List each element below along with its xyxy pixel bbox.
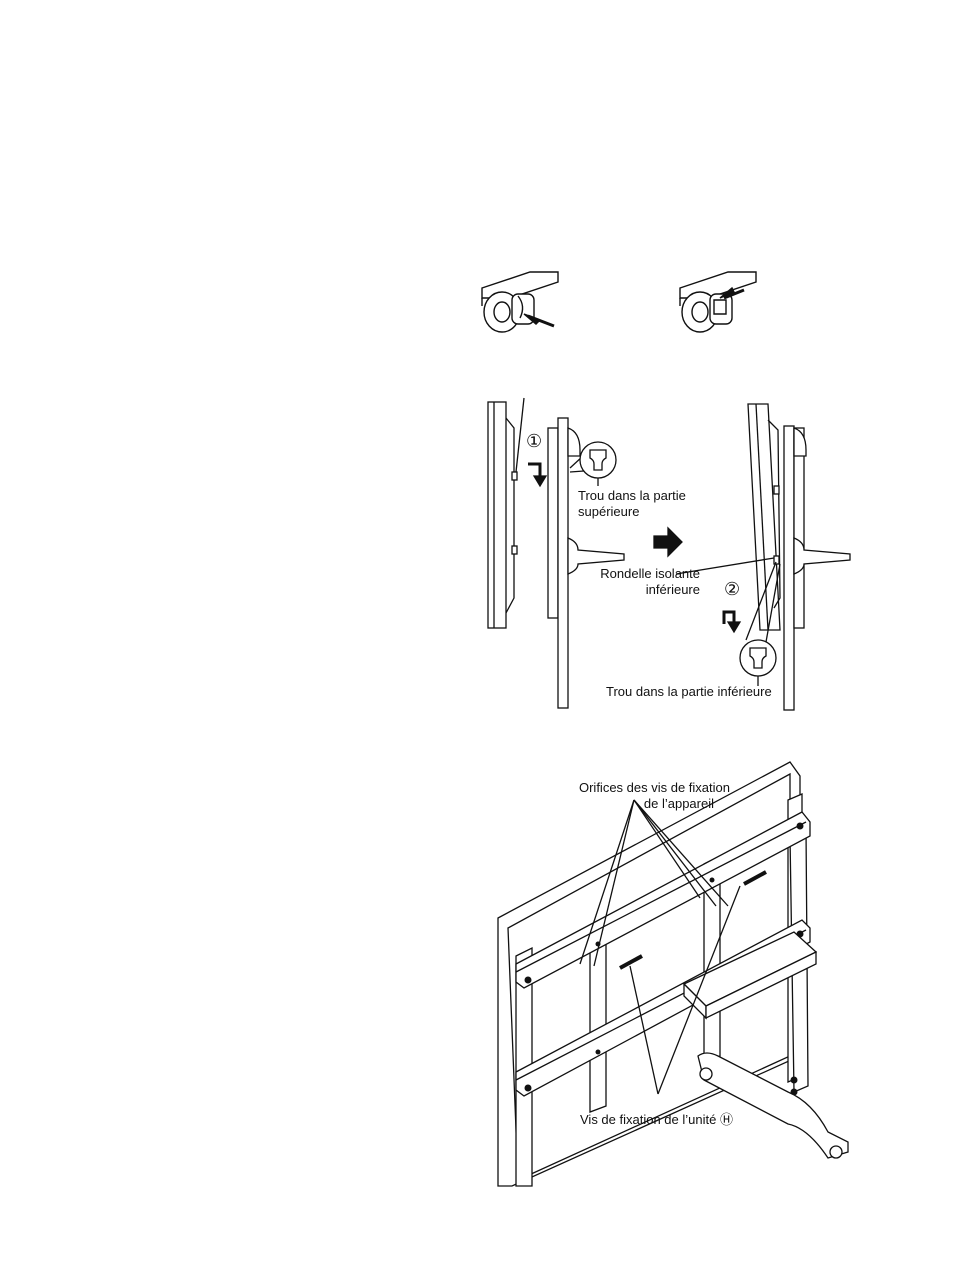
step2-arrow [724, 612, 740, 632]
step1-arrow [528, 464, 546, 486]
label-washer-line2: inférieure [584, 582, 700, 597]
display-panel-right [748, 404, 780, 630]
display-panel-left [488, 398, 524, 628]
caster-figure [478, 266, 758, 338]
label-washer-line1: Rondelle isolante [584, 566, 700, 581]
label-holes-line2: de l’appareil [494, 796, 714, 811]
label-bottom-hole: Trou dans la partie inférieure [606, 684, 772, 699]
step1-marker: ① [526, 434, 542, 449]
caster-left [482, 272, 558, 332]
hanging-figure: ① ② Trou dans la partie supérieure Ronde… [480, 398, 860, 710]
rear-assembly-figure: Orifices des vis de fixation de l’appare… [494, 756, 854, 1186]
label-top-hole-line2: supérieure [578, 504, 639, 519]
stand-right [784, 426, 850, 710]
next-arrow [654, 528, 682, 556]
label-top-hole-line1: Trou dans la partie [578, 488, 686, 503]
label-holes-line1: Orifices des vis de fixation [494, 780, 730, 795]
step2-marker: ② [724, 582, 740, 597]
label-screws: Vis de fixation de l’unité Ⓗ [580, 1112, 733, 1127]
caster-right [680, 272, 756, 332]
